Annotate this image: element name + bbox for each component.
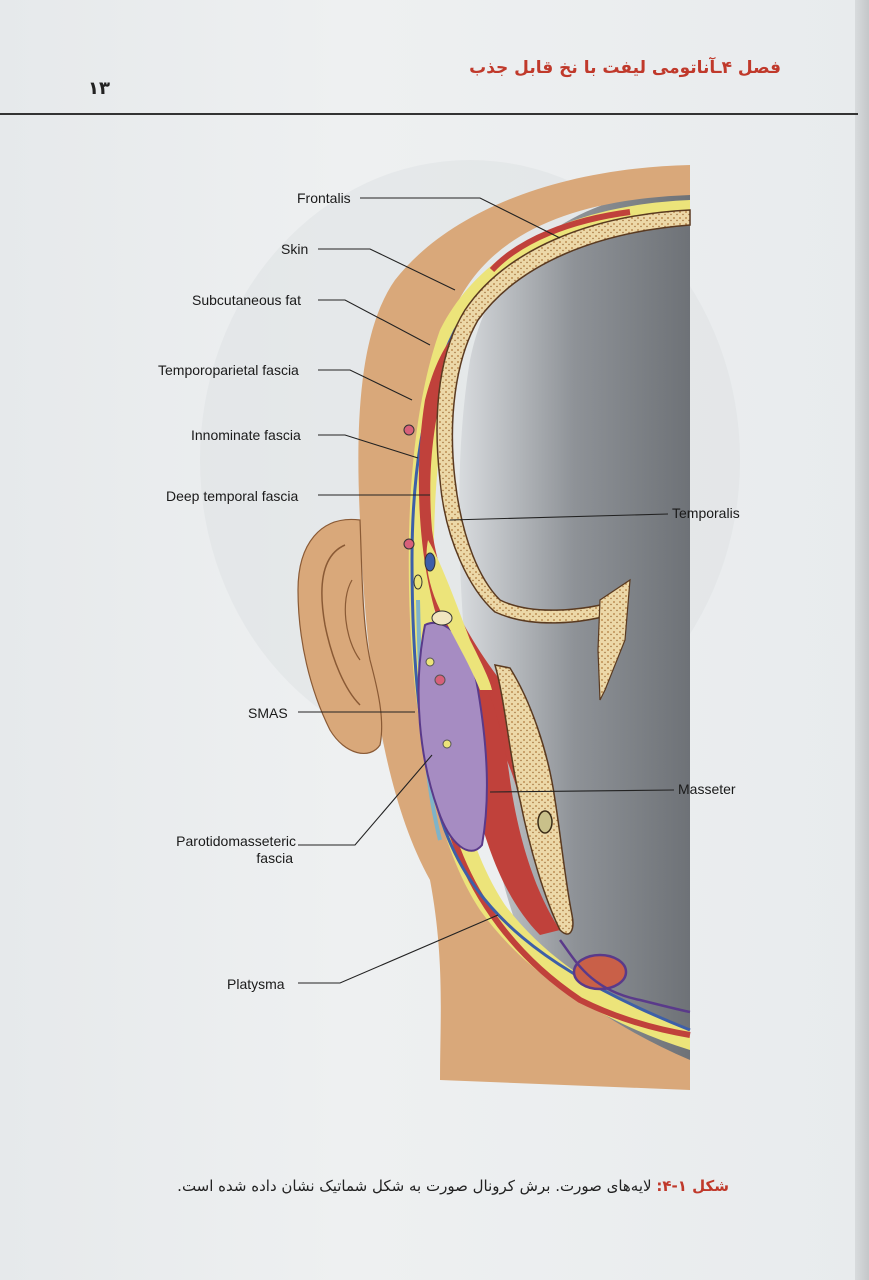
label-frontalis: Frontalis xyxy=(297,190,351,206)
zygomatic-process xyxy=(597,578,631,701)
leader-temporoparietal xyxy=(318,369,413,401)
mandibular-canal xyxy=(537,810,553,834)
ear-antihelix xyxy=(344,579,361,661)
ear xyxy=(297,518,383,754)
sentinel-vein xyxy=(424,552,436,572)
superficial-temporal-vessel-2 xyxy=(403,538,415,550)
label-temporalis: Temporalis xyxy=(672,505,740,521)
label-smas: SMAS xyxy=(248,705,288,721)
leader-masseter xyxy=(489,789,675,793)
parotid-vessel-1 xyxy=(425,657,435,667)
superficial-temporal-vessel-1 xyxy=(403,424,415,436)
page-gutter xyxy=(855,0,869,1280)
label-temporoparietal-fascia: Temporoparietal fascia xyxy=(158,362,299,378)
figure-caption-text: لایه‌های صورت. برش کرونال صورت به شکل شم… xyxy=(177,1177,657,1195)
leader-skin xyxy=(318,248,456,291)
leader-platysma xyxy=(298,914,499,984)
facial-nerve-branch xyxy=(413,574,423,590)
deep-fascia-line xyxy=(558,939,691,1014)
label-platysma: Platysma xyxy=(227,976,285,992)
ear-helix-fold xyxy=(321,544,361,706)
leader-parotidomasseteric xyxy=(298,754,433,846)
neck-skin xyxy=(430,880,690,1090)
temporal-fat-pad xyxy=(426,540,492,690)
parotid-vessel-3 xyxy=(442,739,452,749)
leader-frontalis xyxy=(360,197,561,239)
leader-lines xyxy=(298,197,675,984)
leader-temporalis xyxy=(449,513,669,521)
parotid-vessel-2 xyxy=(434,674,446,686)
figure-caption-tag: شکل ۱-۴: xyxy=(656,1177,729,1195)
skin-layer xyxy=(358,165,690,1090)
fat-nodule xyxy=(431,610,453,626)
label-innominate-fascia: Innominate fascia xyxy=(191,427,301,443)
header-rule xyxy=(0,113,858,115)
leader-subcutaneous-fat xyxy=(318,299,431,346)
label-deep-temporal-fascia: Deep temporal fascia xyxy=(166,488,299,504)
mandible-ramus xyxy=(493,664,574,935)
figure-caption: شکل ۱-۴: لایه‌های صورت. برش کرونال صورت … xyxy=(177,1177,729,1195)
leader-innominate xyxy=(318,434,419,459)
page-number: ۱۳ xyxy=(88,78,110,99)
submandibular-structure xyxy=(572,953,628,991)
label-subcutaneous-fat: Subcutaneous fat xyxy=(192,292,301,308)
label-parotidomasseteric: Parotidomasseteric xyxy=(176,833,296,849)
label-masseter: Masseter xyxy=(678,781,736,797)
label-parotidomasseteric-fascia: fascia xyxy=(256,850,293,866)
label-skin: Skin xyxy=(281,241,309,257)
chapter-title: فصل ۴ـآناتومی لیفت با نخ قابل جذب xyxy=(469,58,781,78)
